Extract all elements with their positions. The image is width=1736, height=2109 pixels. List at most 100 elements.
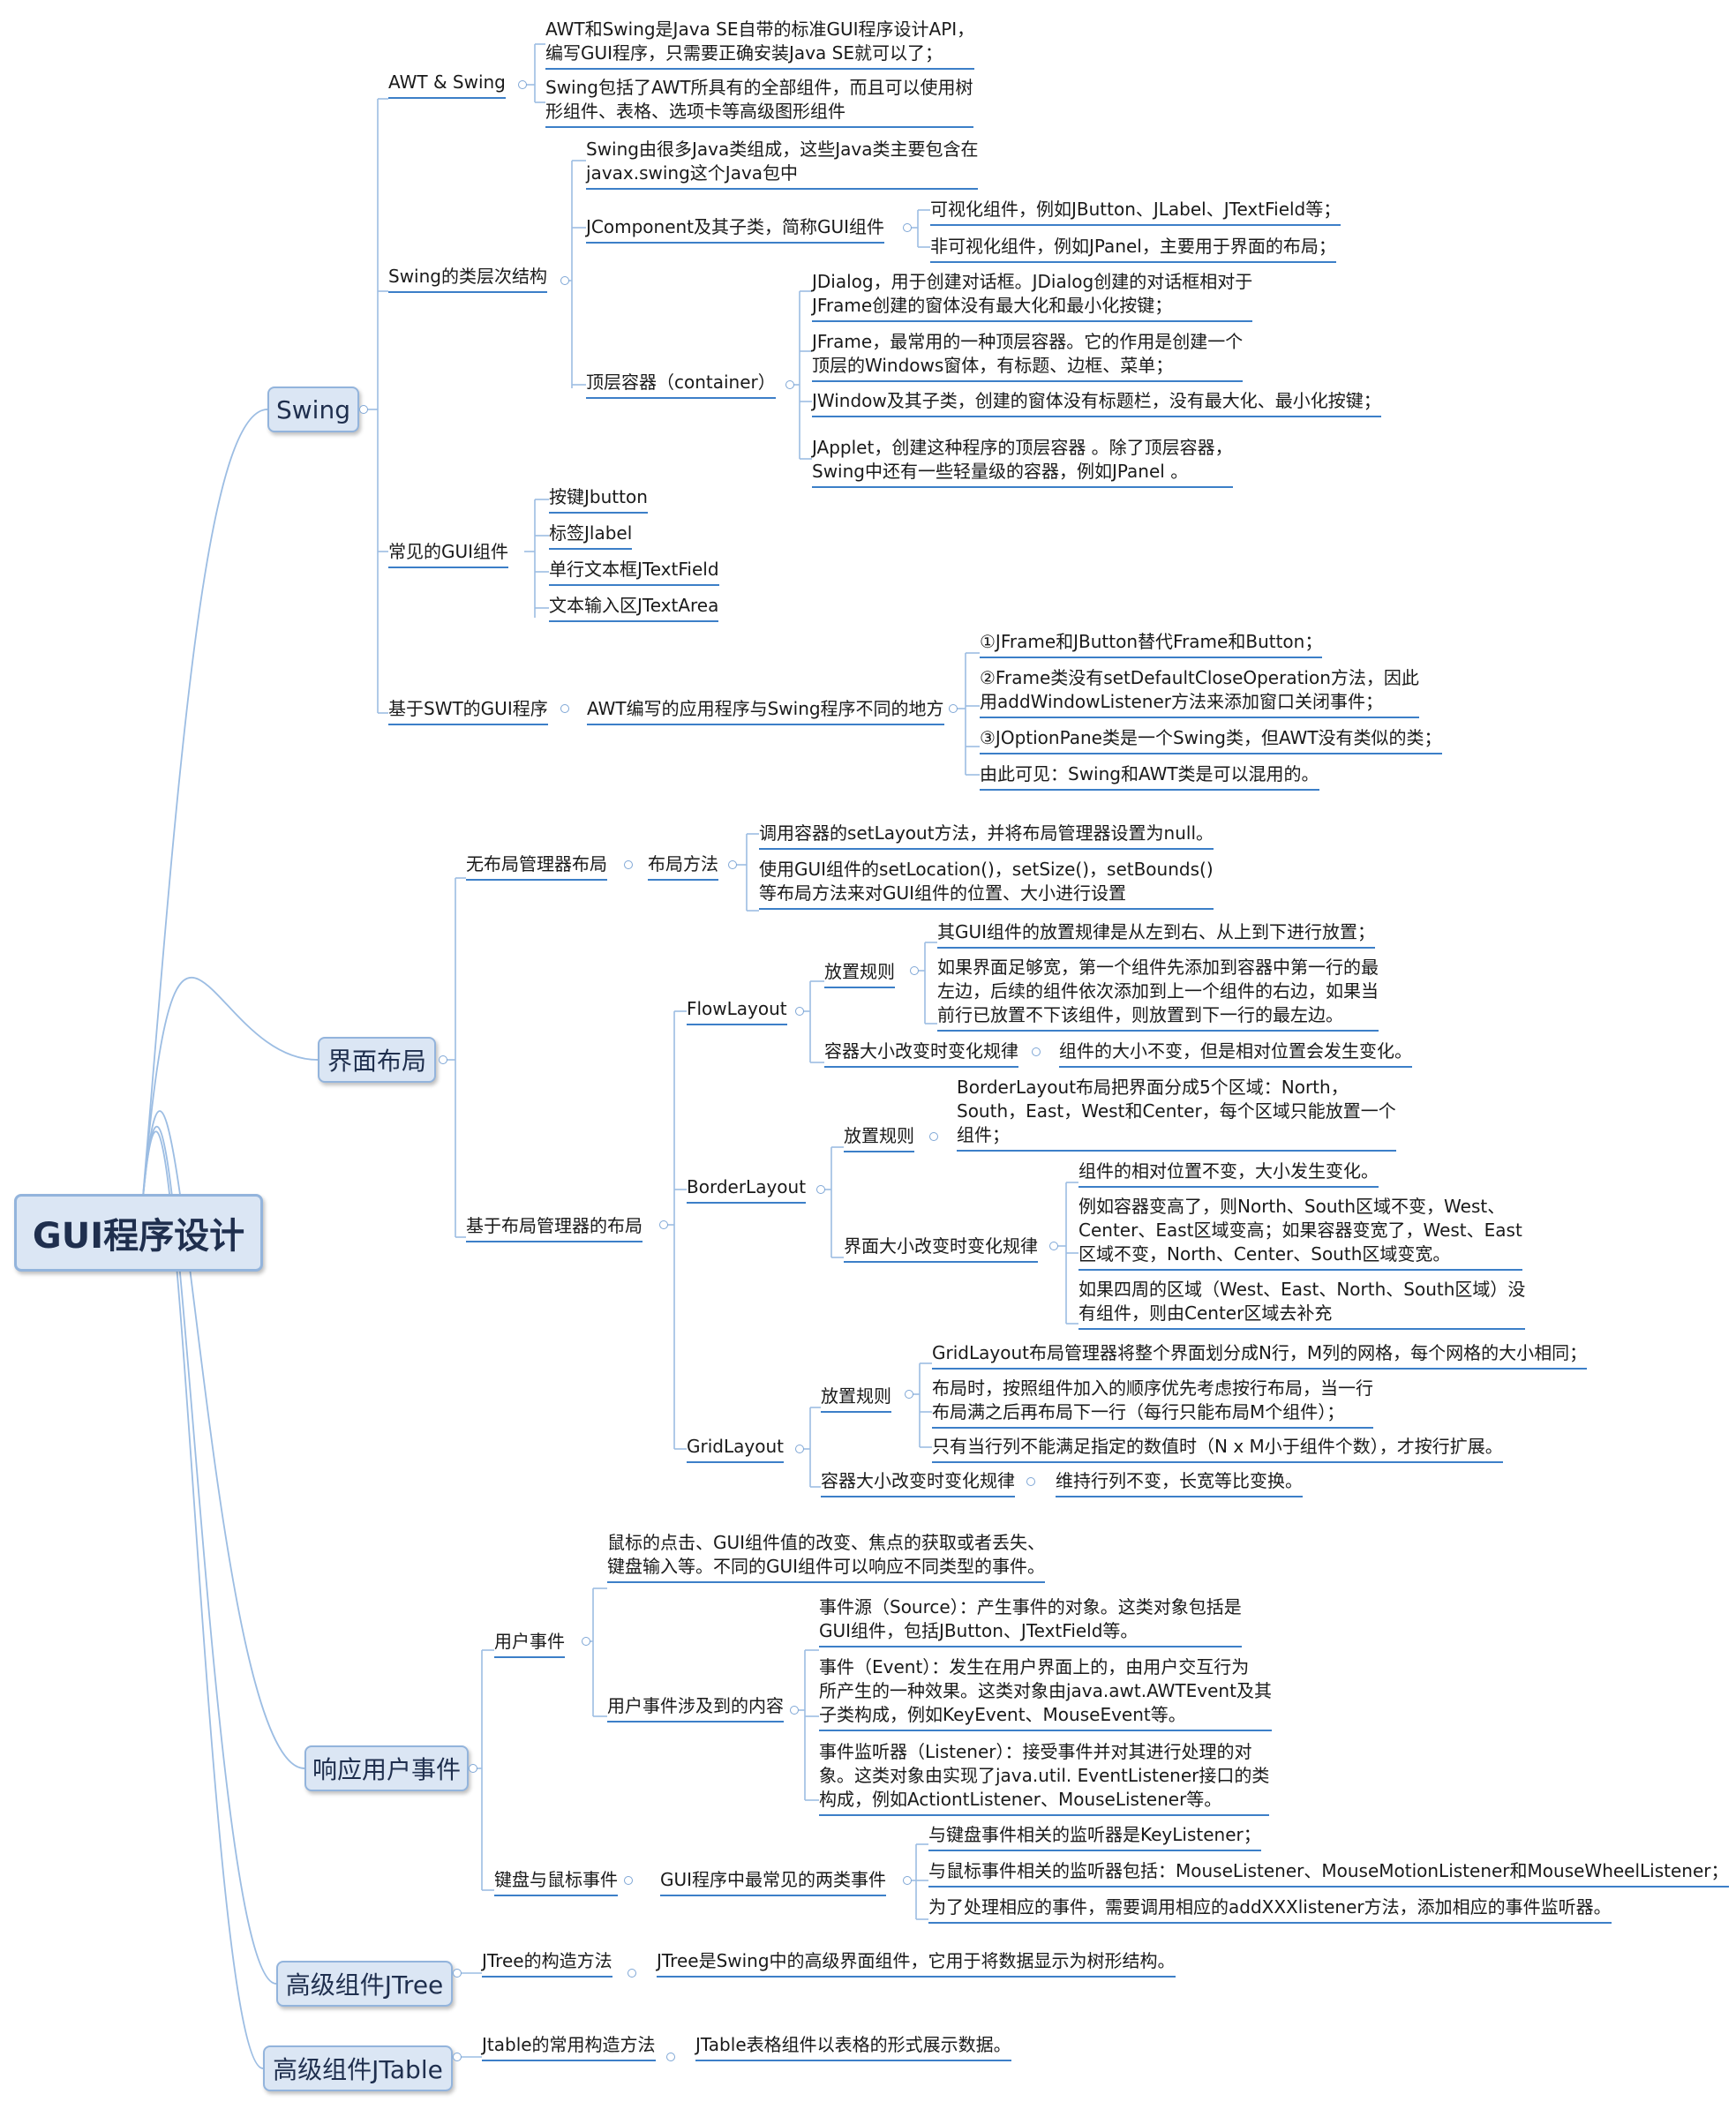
leaf-border-rule: BorderLayout布局把界面分成5个区域：North，South，East… — [957, 1076, 1396, 1152]
collapse-toggle-icon[interactable] — [582, 1637, 590, 1646]
leaf-component-2: 单行文本框JTextField — [549, 558, 719, 586]
leaf-awt-swing-1: AWT和Swing是Java SE自带的标准GUI程序设计API，编写GUI程序… — [545, 18, 975, 70]
topic-swing[interactable]: Swing — [267, 387, 359, 432]
leaf-event-listener: 事件监听器（Listener）：接受事件并对其进行处理的对象。这类对象由实现了j… — [819, 1740, 1270, 1816]
leaf-border-rule-line: BorderLayout布局把界面分成5个区域：North， — [957, 1077, 1349, 1098]
branch-keyboard-mouse: 键盘与鼠标事件 — [494, 1868, 618, 1896]
collapse-toggle-icon[interactable] — [560, 276, 569, 285]
leaf-event-object-line: 子类构成，例如KeyEvent、MouseEvent等。 — [819, 1704, 1186, 1725]
branch-grid-resize: 容器大小改变时变化规律 — [821, 1469, 1015, 1497]
leaf-awt-swing-1-line: AWT和Swing是Java SE自带的标准GUI程序设计API， — [545, 19, 975, 40]
leaf-flow-rule-2-line: 左边，后续的组件依次添加到上一个组件的右边，如果当 — [937, 980, 1379, 1002]
collapse-toggle-icon[interactable] — [1032, 1047, 1041, 1056]
collapse-toggle-icon[interactable] — [453, 2053, 462, 2061]
branch-awt-swing-diff: AWT编写的应用程序与Swing程序不同的地方 — [587, 697, 944, 725]
leaf-diff-2-line: ②Frame类没有setDefaultCloseOperation方法，因此 — [980, 667, 1419, 688]
leaf-border-rule-line: 组件； — [957, 1124, 1010, 1145]
leaf-border-resize-3: 如果四周的区域（West、East、North、South区域）没有组件，则由C… — [1078, 1278, 1526, 1330]
root-topic[interactable]: GUI程序设计 — [14, 1194, 263, 1272]
leaf-jdialog-line: JDialog，用于创建对话框。JDialog创建的对话框相对于 — [812, 271, 1253, 292]
branch-no-layout-manager: 无布局管理器布局 — [466, 852, 607, 881]
collapse-toggle-icon[interactable] — [785, 380, 794, 389]
leaf-event-listener-line: 事件监听器（Listener）：接受事件并对其进行处理的对 — [819, 1741, 1252, 1762]
leaf-component-0: 按键Jbutton — [549, 485, 648, 514]
leaf-flow-rule-2-line: 前行已放置不下该组件，则放置到下一行的最左边。 — [937, 1004, 1343, 1025]
collapse-toggle-icon[interactable] — [1026, 1477, 1035, 1486]
topic-layout[interactable]: 界面布局 — [318, 1037, 436, 1083]
collapse-toggle-icon[interactable] — [518, 80, 527, 89]
leaf-jwindow: JWindow及其子类，创建的窗体没有标题栏，没有最大化、最小化按键； — [812, 389, 1381, 417]
leaf-border-resize-3-line: 有组件，则由Center区域去补充 — [1078, 1302, 1333, 1324]
branch-awt-swing: AWT & Swing — [388, 71, 506, 99]
collapse-toggle-icon[interactable] — [439, 1055, 447, 1064]
leaf-awt-swing-2-line: 形组件、表格、选项卡等高级图形组件 — [545, 101, 845, 122]
leaf-awt-swing-2-line: Swing包括了AWT所具有的全部组件，而且可以使用树 — [545, 77, 973, 98]
collapse-toggle-icon[interactable] — [903, 223, 912, 232]
collapse-toggle-icon[interactable] — [659, 1220, 668, 1229]
leaf-layout-method-2-line: 等布局方法来对GUI组件的位置、大小进行设置 — [759, 882, 1127, 904]
leaf-event-source-line: GUI组件，包括JButton、JTextField等。 — [819, 1620, 1139, 1641]
leaf-layout-method-2: 使用GUI组件的setLocation()，setSize()，setBound… — [759, 858, 1214, 910]
leaf-flow-resize: 组件的大小不变，但是相对位置会发生变化。 — [1059, 1039, 1412, 1068]
collapse-toggle-icon[interactable] — [1049, 1242, 1058, 1250]
leaf-grid-rule-1: GridLayout布局管理器将整个界面划分成N行，M列的网格，每个网格的大小相… — [932, 1341, 1588, 1370]
branch-border-rule: 放置规则 — [844, 1124, 914, 1152]
collapse-toggle-icon[interactable] — [359, 405, 368, 414]
collapse-toggle-icon[interactable] — [728, 860, 737, 869]
leaf-add-listener: 为了处理相应的事件，需要调用相应的addXXXlistener方法，添加相应的事… — [928, 1895, 1612, 1924]
collapse-toggle-icon[interactable] — [666, 2053, 675, 2061]
collapse-toggle-icon[interactable] — [910, 966, 919, 975]
leaf-border-resize-2-line: 区域不变，North、Center、South区域变宽。 — [1078, 1243, 1451, 1265]
leaf-jdialog-line: JFrame创建的窗体没有最大化和最小化按键； — [812, 295, 1173, 316]
collapse-toggle-icon[interactable] — [795, 1007, 804, 1016]
collapse-toggle-icon[interactable] — [453, 1969, 462, 1978]
collapse-toggle-icon[interactable] — [903, 1876, 912, 1885]
leaf-keyboard-listener: 与键盘事件相关的监听器是KeyListener； — [928, 1823, 1261, 1851]
leaf-component-1: 标签Jlabel — [549, 522, 633, 550]
leaf-diff-2-line: 用addWindowListener方法来添加窗口关闭事件； — [980, 691, 1383, 712]
leaf-mouse-listener: 与鼠标事件相关的监听器包括：MouseListener、MouseMotionL… — [928, 1859, 1729, 1888]
leaf-grid-rule-2-line: 布局满之后再布局下一行（每行只能布局M个组件）； — [932, 1401, 1345, 1422]
leaf-layout-method-1: 调用容器的setLayout方法，并将布局管理器设置为null。 — [759, 822, 1214, 850]
branch-jtable-ctor: Jtable的常用构造方法 — [482, 2033, 656, 2061]
collapse-toggle-icon[interactable] — [560, 704, 569, 713]
branch-common-components: 常见的GUI组件 — [388, 540, 509, 568]
collapse-toggle-icon[interactable] — [469, 1764, 477, 1773]
collapse-toggle-icon[interactable] — [790, 1706, 799, 1715]
leaf-awt-swing-1-line: 编写GUI程序，只需要正确安装Java SE就可以了； — [545, 42, 943, 64]
leaf-layout-method-2-line: 使用GUI组件的setLocation()，setSize()，setBound… — [759, 859, 1214, 880]
leaf-event-object: 事件（Event）：发生在用户界面上的，由用户交互行为所产生的一种效果。这类对象… — [819, 1655, 1272, 1731]
topic-events[interactable]: 响应用户事件 — [304, 1745, 469, 1791]
branch-swing-hierarchy: Swing的类层次结构 — [388, 265, 547, 293]
collapse-toggle-icon[interactable] — [624, 860, 633, 869]
topic-jtree[interactable]: 高级组件JTree — [276, 1961, 453, 2007]
branch-flow-resize: 容器大小改变时变化规律 — [824, 1039, 1018, 1068]
leaf-japplet: JApplet，创建这种程序的顶层容器 。除了顶层容器，Swing中还有一些轻量… — [812, 436, 1233, 488]
leaf-event-object-line: 事件（Event）：发生在用户界面上的，由用户交互行为 — [819, 1656, 1250, 1677]
collapse-toggle-icon[interactable] — [816, 1185, 825, 1194]
branch-swt-program: 基于SWT的GUI程序 — [388, 697, 548, 725]
branch-flowlayout: FlowLayout — [687, 997, 787, 1025]
topic-jtable[interactable]: 高级组件JTable — [263, 2045, 453, 2091]
leaf-jframe-line: 顶层的Windows窗体，有标题、边框、菜单； — [812, 355, 1174, 376]
leaf-visible-components: 可视化组件，例如JButton、JLabel、JTextField等； — [930, 198, 1341, 226]
leaf-grid-rule-3: 只有当行列不能满足指定的数值时（N x M小于组件个数），才按行扩展。 — [932, 1435, 1503, 1463]
branch-common-events: GUI程序中最常见的两类事件 — [660, 1868, 887, 1896]
leaf-flow-rule-2: 如果界面足够宽，第一个组件先添加到容器中第一行的最左边，后续的组件依次添加到上一… — [937, 956, 1379, 1032]
collapse-toggle-icon[interactable] — [929, 1132, 938, 1141]
connector — [140, 1126, 277, 1985]
leaf-event-listener-line: 象。这类对象由实现了java.util. EventListener接口的类 — [819, 1765, 1270, 1786]
collapse-toggle-icon[interactable] — [624, 1876, 633, 1885]
leaf-event-listener-line: 构成，例如ActiontListener、MouseListener等。 — [819, 1789, 1222, 1810]
leaf-user-events-desc-line: 键盘输入等。不同的GUI组件可以响应不同类型的事件。 — [607, 1556, 1046, 1577]
leaf-hierarchy-intro-line: javax.swing这个Java包中 — [586, 162, 799, 184]
collapse-toggle-icon[interactable] — [949, 704, 958, 713]
leaf-event-object-line: 所产生的一种效果。这类对象由java.awt.AWTEvent及其 — [819, 1680, 1272, 1701]
collapse-toggle-icon[interactable] — [795, 1445, 804, 1453]
collapse-toggle-icon[interactable] — [905, 1390, 913, 1399]
branch-event-contents: 用户事件涉及到的内容 — [607, 1694, 784, 1722]
collapse-toggle-icon[interactable] — [628, 1969, 636, 1978]
